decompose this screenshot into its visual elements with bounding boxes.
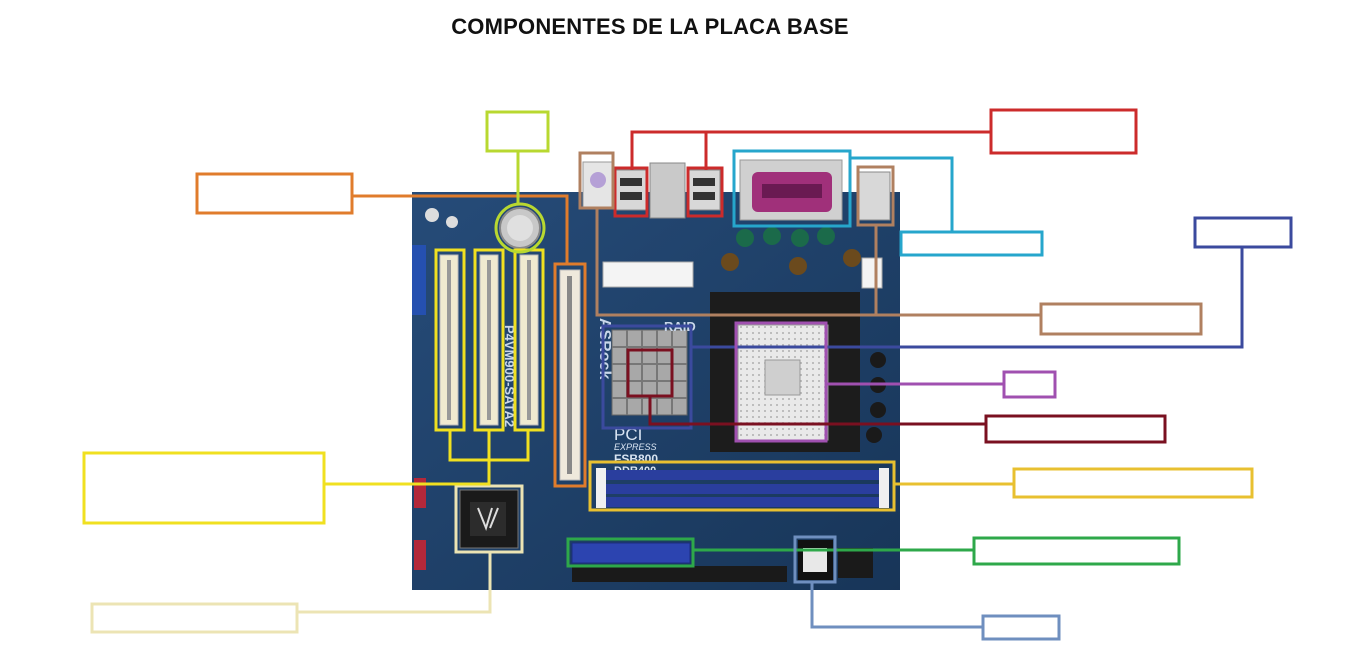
ide-highlight [566, 537, 695, 568]
pci-text: PCI [614, 425, 642, 444]
pci-line [325, 460, 491, 486]
label-box-ram [1012, 467, 1254, 499]
southbridge-highlight [601, 324, 693, 430]
northbridge-line [648, 396, 986, 426]
lan-port [649, 162, 686, 219]
label-box-agp [195, 172, 354, 215]
io-line [595, 208, 1040, 317]
pci-slots-art [439, 254, 539, 426]
parallel-highlight [732, 149, 852, 228]
ram-highlight [588, 460, 896, 512]
southbridge-line [691, 247, 1244, 349]
agp-line [352, 194, 569, 264]
ide-connector [571, 542, 691, 564]
socket-highlight [734, 321, 828, 443]
label-box-parallel [899, 230, 1044, 257]
title-text: COMPONENTES DE LA PLACA BASE [451, 14, 849, 39]
ram-slots-art [596, 468, 889, 508]
usb-highlight-right [686, 166, 724, 218]
side-connector [412, 245, 426, 315]
parallel-line [850, 156, 954, 232]
fsb-text: FSB800 [614, 452, 658, 466]
ps2-plug [590, 172, 606, 188]
label-boxes [82, 108, 1293, 641]
label-box-chipset [90, 602, 299, 634]
chipset-line [297, 552, 492, 614]
floppy-connector [572, 566, 787, 582]
audio-port [857, 171, 891, 221]
usb-port-right [687, 169, 721, 211]
label-box-bios [981, 614, 1061, 641]
label-box-pci [82, 451, 326, 525]
atx-power-connector [602, 261, 694, 288]
diagram-title: COMPONENTES DE LA PLACA BASE [0, 14, 1300, 40]
usb-port-left [614, 169, 648, 211]
battery-highlight [494, 202, 546, 254]
atx-12v-connector [861, 257, 883, 289]
label-box-northbridge [984, 414, 1167, 444]
label-box-ide [972, 536, 1181, 566]
bios-line [810, 582, 983, 629]
bios-highlight [793, 535, 837, 584]
agp-highlight [553, 262, 587, 488]
label-box-io [1039, 302, 1203, 336]
label-box-socket [1002, 370, 1057, 399]
express-text: EXPRESS [614, 442, 657, 452]
label-box-southbridge [1193, 216, 1293, 249]
sata-connector-2 [414, 540, 426, 570]
callout-lines [297, 130, 1244, 629]
capacitors-top [425, 208, 886, 443]
usb-highlight-left [613, 166, 649, 218]
label-box-battery [485, 110, 550, 153]
model-text: P4VM900-SATA2 [502, 325, 517, 427]
motherboard-image: P4VM900-SATA2 ASRock RAID PCI EXPRESS FS… [412, 159, 900, 590]
usb-line [630, 130, 990, 170]
label-box-usb [989, 108, 1138, 155]
